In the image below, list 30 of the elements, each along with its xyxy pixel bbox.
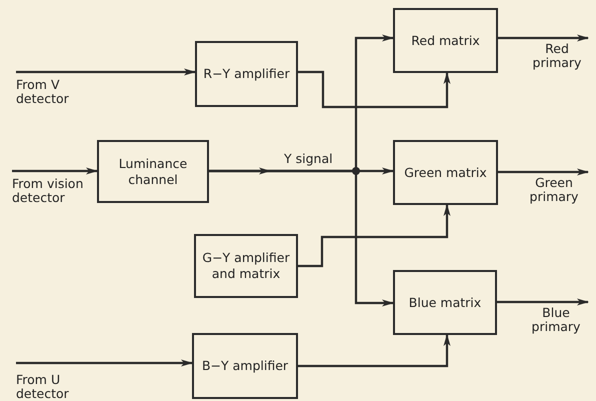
arrow — [498, 168, 589, 176]
block-box — [393, 140, 498, 205]
block-box — [97, 140, 209, 203]
block-box — [194, 234, 298, 298]
block-box — [195, 41, 298, 107]
arrow — [498, 34, 589, 42]
arrow — [16, 360, 193, 366]
signal-label: Green primary — [528, 176, 580, 204]
block-label: G−Y amplifier and matrix — [201, 250, 291, 282]
signal-label: Blue primary — [530, 306, 582, 334]
block-label: B−Y amplifier — [200, 358, 290, 374]
block-box — [393, 270, 497, 335]
signal-label: From U detector — [16, 373, 70, 401]
arrow — [12, 168, 98, 174]
block-label: Green matrix — [403, 164, 488, 180]
arrow — [497, 298, 589, 306]
arrow — [298, 204, 450, 268]
arrow — [298, 334, 450, 368]
block-label: Blue matrix — [408, 294, 482, 310]
block-box — [192, 333, 298, 399]
block-label: Luminance channel — [118, 156, 188, 188]
arrow — [209, 170, 394, 306]
signal-label: From V detector — [16, 78, 70, 106]
signal-label: Red primary — [532, 42, 582, 70]
arrow — [16, 68, 196, 76]
block-label: Red matrix — [410, 32, 481, 48]
block-label: R−Y amplifier — [202, 66, 291, 82]
arrow — [298, 70, 450, 108]
block-box — [393, 8, 498, 73]
signal-label: From vision detector — [12, 177, 84, 205]
